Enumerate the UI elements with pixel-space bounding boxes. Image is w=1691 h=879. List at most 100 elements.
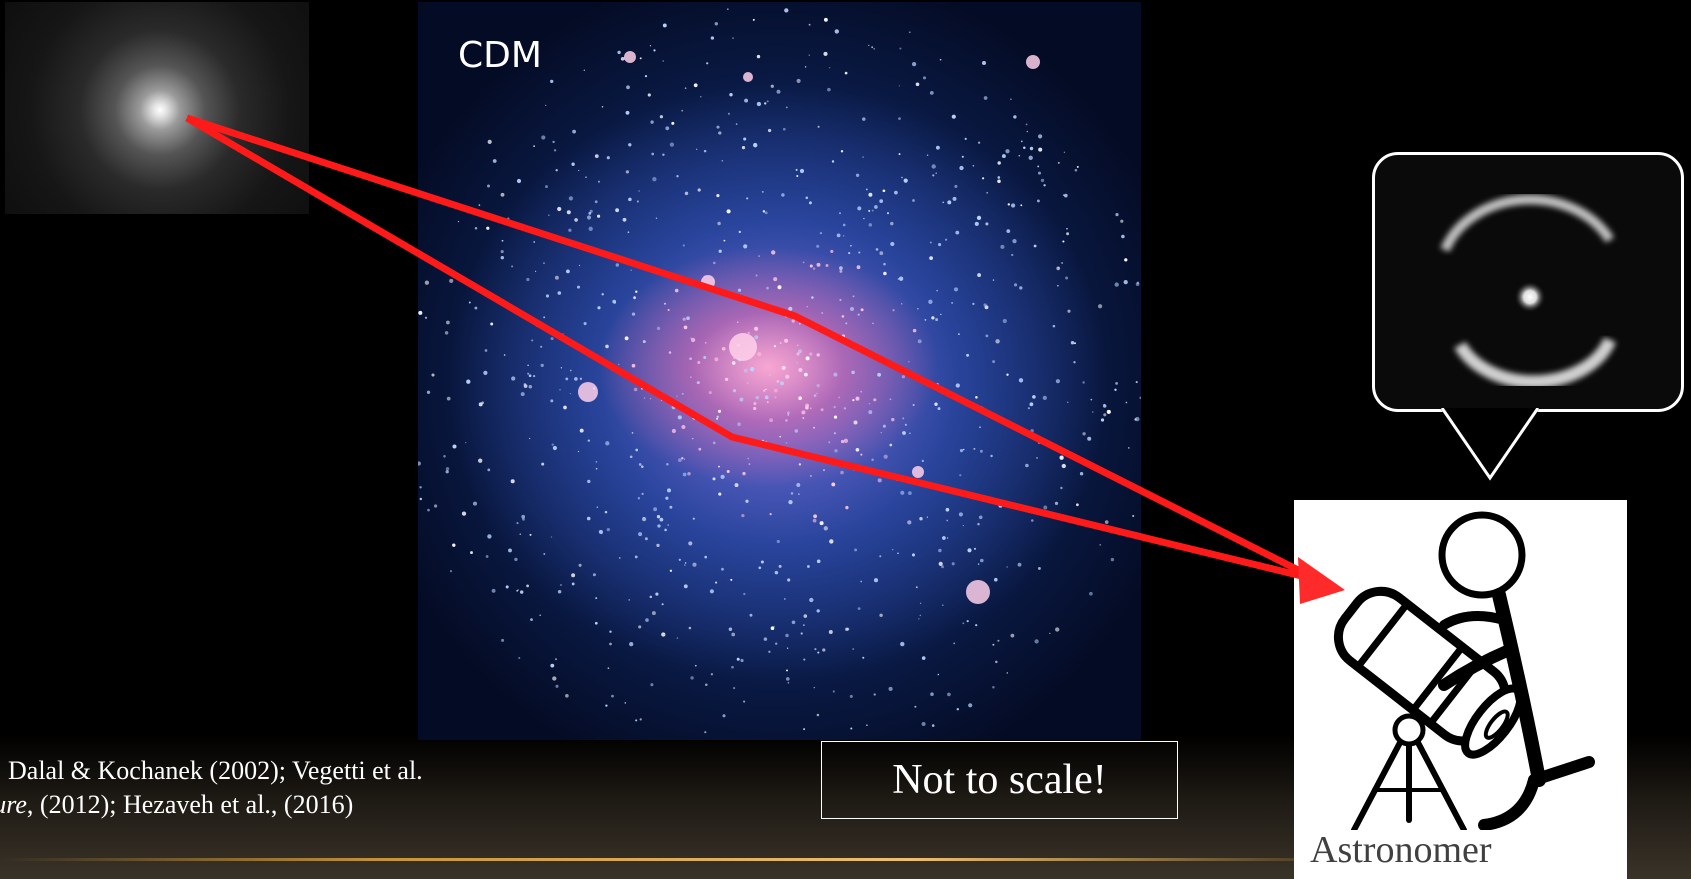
subhalo-dot	[552, 676, 557, 681]
subhalo-dot	[1115, 213, 1119, 217]
subhalo-dot	[921, 459, 924, 463]
subhalo-dot	[803, 614, 808, 618]
subhalo-dot	[668, 351, 672, 354]
subhalo-dot	[928, 299, 933, 304]
subhalo-dot	[578, 264, 581, 267]
subhalo-dot	[700, 96, 702, 98]
subhalo-dot	[665, 126, 670, 131]
subhalo-dot	[814, 647, 817, 651]
subhalo-dot	[915, 82, 920, 87]
subhalo-dot	[992, 685, 995, 689]
subhalo-dot	[703, 149, 707, 153]
subhalo-dot	[934, 402, 938, 406]
subhalo-dot	[594, 200, 598, 204]
subhalo-dot	[1031, 519, 1034, 522]
subhalo-dot	[426, 390, 431, 394]
subhalo-dot	[890, 221, 894, 226]
subhalo-dot	[900, 490, 905, 495]
subhalo-dot	[845, 322, 848, 325]
subhalo-dot	[1125, 401, 1128, 404]
subhalo-dot	[433, 504, 438, 508]
subhalo-dot	[900, 303, 903, 305]
subhalo-dot	[808, 54, 810, 56]
subhalo-dot	[919, 517, 923, 521]
subhalo-dot	[1037, 165, 1040, 168]
subhalo-dot	[457, 220, 460, 223]
subhalo-dot	[769, 374, 772, 377]
subhalo-dot	[565, 377, 569, 381]
subhalo-dot	[622, 217, 627, 222]
subhalo-dot	[755, 274, 758, 277]
subhalo-dot	[1135, 381, 1138, 384]
subhalo-dot	[1097, 304, 1103, 309]
subhalo-dot	[718, 465, 720, 468]
subhalo-dot	[641, 465, 644, 468]
subhalo-dot	[985, 222, 989, 226]
subhalo-dot	[982, 177, 985, 180]
subhalo-dot	[921, 656, 926, 660]
subhalo-dot	[819, 231, 823, 235]
subhalo-dot	[823, 526, 828, 531]
subhalo-dot	[644, 74, 648, 78]
subhalo-dot	[1076, 165, 1079, 168]
subhalo-dot	[626, 85, 630, 90]
subhalo-dot	[992, 643, 995, 646]
subhalo-dot	[571, 582, 575, 586]
subhalo-dot	[952, 196, 957, 201]
subhalo-dot	[766, 286, 769, 290]
subhalo-dot	[659, 517, 664, 522]
subhalo-dot	[674, 288, 679, 293]
subhalo-dot	[959, 165, 964, 171]
subhalo-dot	[687, 472, 691, 476]
subhalo-dot	[888, 686, 893, 691]
subhalo-dot	[452, 444, 457, 449]
subhalo-dot	[452, 543, 456, 547]
subhalo-dot	[716, 417, 719, 420]
subhalo-dot	[908, 491, 912, 495]
subhalo-dot	[1054, 501, 1059, 506]
subhalo-dot	[568, 196, 574, 201]
subhalo-dot	[572, 129, 576, 134]
subhalo-dot	[543, 316, 546, 319]
subhalo-dot	[586, 215, 592, 220]
subhalo-dot	[1123, 279, 1128, 285]
subhalo-dot	[1134, 418, 1137, 421]
subhalo-dot	[813, 426, 816, 429]
subhalo-dot	[914, 705, 917, 708]
callout-tail	[1440, 408, 1540, 481]
subhalo-dot	[583, 69, 585, 71]
subhalo-dot	[583, 322, 587, 326]
subhalo-dot	[1002, 318, 1007, 324]
subhalo-dot	[527, 364, 529, 367]
subhalo-dot	[543, 262, 545, 264]
subhalo-dot	[897, 552, 899, 555]
subhalo-dot	[545, 185, 548, 189]
subhalo-dot	[882, 424, 886, 428]
subhalo-dot	[936, 289, 938, 292]
subhalo-dot	[938, 548, 942, 553]
subhalo-dot	[503, 354, 506, 356]
subhalo-dot	[696, 381, 700, 385]
subhalo-dot	[891, 548, 894, 551]
subhalo-dot	[811, 296, 814, 299]
subhalo-dot	[900, 641, 905, 647]
subhalo-dot	[752, 18, 755, 21]
subhalo-dot	[529, 437, 531, 440]
subhalo-dot	[643, 397, 646, 399]
subhalo-dot	[721, 160, 724, 162]
subhalo-dot	[1063, 151, 1066, 153]
subhalo-dot	[875, 248, 879, 251]
subhalo-dot	[671, 121, 675, 125]
subhalo-dot	[472, 501, 478, 506]
subhalo-dot	[741, 145, 746, 150]
subhalo-dot	[655, 592, 659, 596]
subhalo-dot	[723, 239, 726, 242]
subhalo-dot	[1018, 154, 1021, 157]
subhalo-dot	[907, 520, 912, 525]
subhalo-dot	[836, 233, 841, 238]
subhalo-dot	[1059, 455, 1064, 460]
subhalo-dot	[636, 200, 639, 203]
subhalo-dot	[624, 702, 627, 704]
subhalo-dot	[868, 402, 871, 405]
subhalo-dot	[518, 656, 521, 660]
